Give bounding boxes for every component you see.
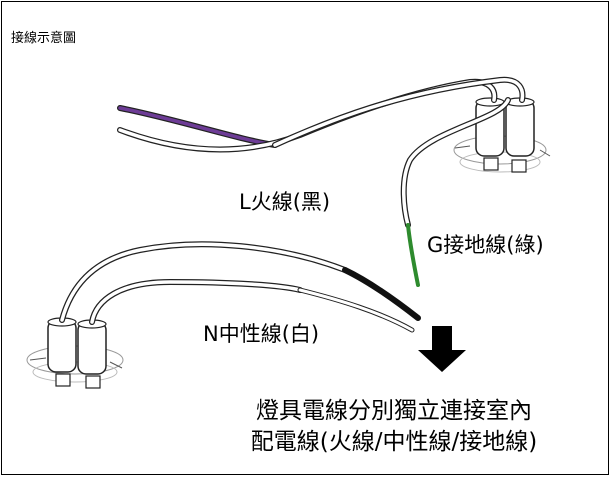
- down-arrow-icon: [418, 326, 466, 372]
- diagram-title: 接線示意圖: [11, 31, 77, 46]
- green-wire: [406, 223, 420, 287]
- connector-pair-bottom: [26, 317, 124, 389]
- top-wires: [117, 76, 526, 287]
- bottom-wires: [59, 241, 421, 333]
- connector-cylinder: [47, 319, 77, 373]
- ground-wire-label: G接地線(綠): [427, 233, 544, 257]
- live-wire-label: L火線(黑): [239, 190, 331, 214]
- caption: 燈具電線分別獨立連接室內 配電線(火線/中性線/接地線): [180, 396, 608, 458]
- neutral-wire-label: N中性線(白): [203, 322, 320, 346]
- caption-line-2: 配電線(火線/中性線/接地線): [250, 429, 538, 455]
- black-wire: [342, 267, 421, 321]
- connector-cylinder: [505, 99, 535, 157]
- caption-line-1: 燈具電線分別獨立連接室內: [256, 398, 532, 424]
- connector-cylinder: [77, 321, 107, 375]
